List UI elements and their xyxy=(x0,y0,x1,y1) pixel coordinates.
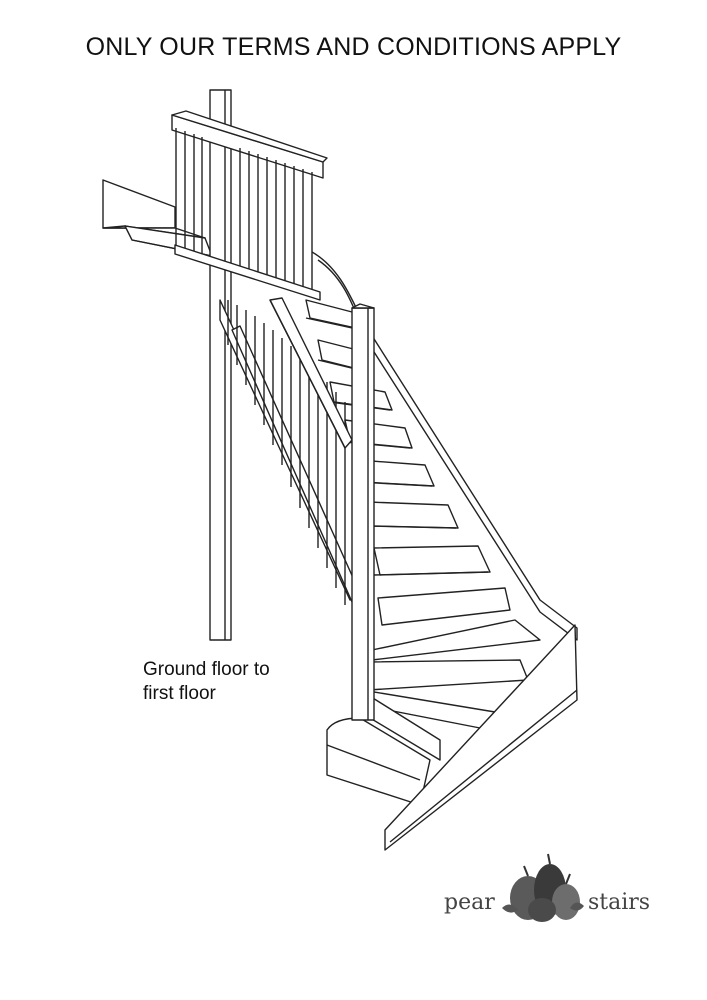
gallery-balustrade xyxy=(171,110,328,301)
landing xyxy=(102,179,213,257)
lower-string xyxy=(384,624,578,851)
steps xyxy=(305,299,541,729)
landing-newel-post xyxy=(209,89,232,641)
bottom-newel-post xyxy=(351,303,375,721)
caption-line-1: Ground floor to xyxy=(143,659,270,680)
floor-caption: Ground floor to first floor xyxy=(143,658,270,706)
bottom-steps xyxy=(326,689,441,806)
logo-word-pear: pear xyxy=(444,890,495,915)
terms-heading: ONLY OUR TERMS AND CONDITIONS APPLY xyxy=(85,33,622,61)
logo-word-stairs: stairs xyxy=(588,890,651,915)
flight-balustrade xyxy=(227,297,353,605)
pear-logo-icon xyxy=(502,853,584,922)
caption-line-2: first floor xyxy=(143,683,216,704)
